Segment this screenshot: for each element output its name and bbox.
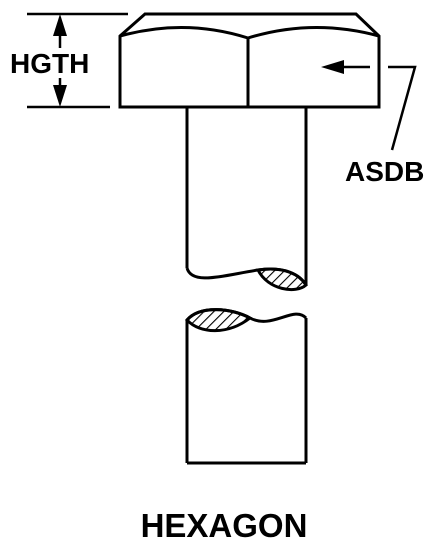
- head-type-caption: HEXAGON: [141, 507, 308, 544]
- arrow-left-icon: [321, 60, 344, 74]
- arrow-up-icon: [53, 14, 67, 36]
- across-sides-leader: [321, 60, 417, 151]
- arrow-down-icon: [53, 85, 67, 107]
- bolt-head: [118, 12, 381, 109]
- bolt-shank-lower: [184, 308, 308, 465]
- bolt-shank-upper: [185, 107, 308, 292]
- height-dimension: [27, 12, 128, 109]
- across-sides-label: ASDB: [345, 156, 424, 187]
- height-label: HGTH: [10, 48, 89, 79]
